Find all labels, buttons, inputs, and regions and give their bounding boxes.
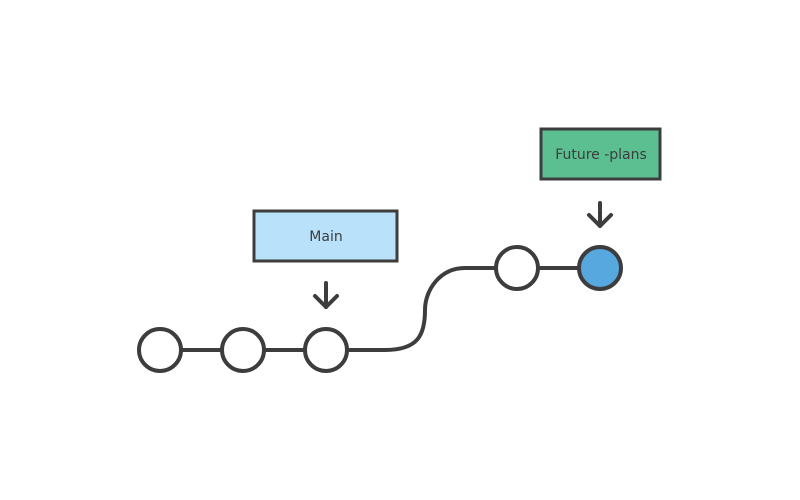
main-arrow-icon [313,281,339,309]
main-branch-label: Main [252,209,399,263]
future-plans-arrow-icon [587,201,613,228]
commit-node-2 [220,327,266,373]
future-plans-label-box [539,127,662,181]
future-plans-label-text: Future -plans [555,147,647,163]
future-plans-branch-label: Future -plans [539,127,662,181]
main-label-text: Main [309,229,342,245]
branch-curve-connector [345,266,498,352]
commit-node-4 [494,245,540,291]
commit-node-3 [303,327,349,373]
head-commit-node [577,245,623,291]
commit-node-1 [137,327,183,373]
main-label-box [252,209,399,263]
